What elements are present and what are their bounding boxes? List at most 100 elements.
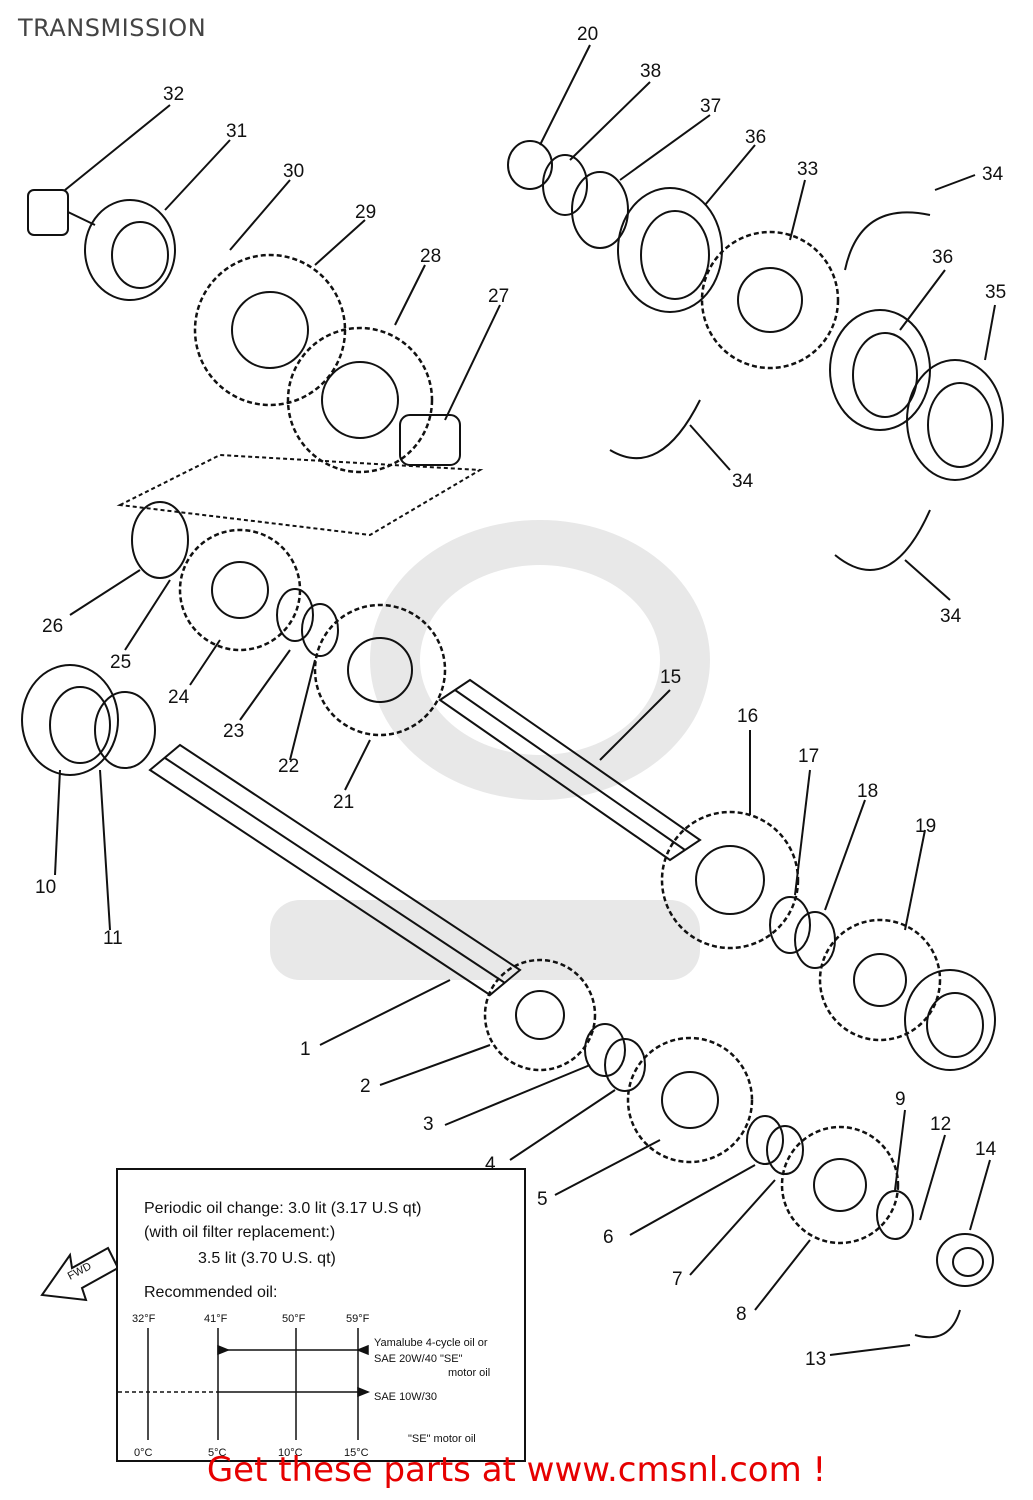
assembly-outline	[116, 453, 484, 537]
callout-15: 15	[660, 667, 681, 688]
circlip-13	[914, 1309, 961, 1339]
bearing-19	[904, 969, 996, 1071]
main-axle	[148, 743, 522, 997]
callout-25: 25	[110, 652, 131, 673]
callout-16: 16	[737, 706, 758, 727]
bearing-14	[936, 1233, 994, 1287]
callout-28: 28	[420, 246, 441, 267]
bolt-32	[27, 189, 69, 236]
gear-2	[483, 958, 597, 1072]
oil-info-box: Periodic oil change: 3.0 lit (3.17 U.S q…	[116, 1168, 526, 1462]
recommended-oil-label: Recommended oil:	[144, 1284, 278, 1301]
temp-c-2: 10°C	[278, 1447, 303, 1459]
oil-change-line: Periodic oil change: 3.0 lit (3.17 U.S q…	[144, 1200, 422, 1217]
washer-17	[769, 896, 811, 954]
circlip-34b	[844, 211, 931, 271]
callout-2: 2	[360, 1076, 371, 1097]
callout-36b: 36	[932, 247, 953, 268]
callout-21: 21	[333, 792, 354, 813]
circlip-34c	[834, 509, 931, 571]
callout-34c: 34	[940, 606, 962, 627]
callout-24: 24	[168, 687, 190, 708]
watermark-logo	[270, 520, 710, 980]
oil-type-10w30: SAE 10W/30	[374, 1391, 437, 1403]
callout-19: 19	[915, 816, 936, 837]
bearing-35	[906, 359, 1004, 481]
temp-c-3: 15°C	[344, 1447, 369, 1459]
callout-3: 3	[423, 1114, 434, 1135]
gear-19	[818, 918, 942, 1042]
callout-35: 35	[985, 282, 1006, 303]
page-title: TRANSMISSION	[18, 14, 207, 42]
washer-4	[604, 1038, 646, 1092]
callout-1: 1	[300, 1039, 311, 1060]
collar-27	[399, 414, 461, 466]
gear-33	[700, 230, 840, 370]
buy-parts-banner[interactable]: Get these parts at www.cmsnl.com !	[206, 1450, 827, 1490]
callout-29: 29	[355, 202, 376, 223]
countershaft	[438, 678, 702, 862]
callout-7: 7	[672, 1269, 683, 1290]
circlip-34a	[609, 399, 701, 460]
gear-16	[660, 810, 800, 950]
callout-27: 27	[488, 286, 509, 307]
callout-10: 10	[35, 877, 56, 898]
callout-26: 26	[42, 616, 63, 637]
callout-11: 11	[103, 928, 123, 949]
gear-29	[193, 253, 347, 407]
gear-28	[286, 326, 434, 474]
oil-type-20w40: SAE 20W/40 "SE"	[374, 1353, 463, 1365]
callout-12: 12	[930, 1114, 951, 1135]
bearing-36b	[829, 309, 931, 431]
callout-6: 6	[603, 1227, 614, 1248]
collar-20	[507, 140, 553, 190]
callout-20: 20	[577, 24, 598, 45]
callout-23: 23	[223, 721, 244, 742]
washer-9	[876, 1190, 914, 1240]
callout-31: 31	[226, 121, 247, 142]
callout-33: 33	[797, 159, 818, 180]
washer-38	[542, 154, 588, 216]
callout-36a: 36	[745, 127, 766, 148]
temp-f-1: 41°F	[204, 1313, 228, 1325]
gear-5	[626, 1036, 754, 1164]
washer-7	[766, 1125, 804, 1175]
gear-8	[780, 1125, 900, 1245]
temp-c-1: 5°C	[208, 1447, 227, 1459]
oil-temperature-chart: 32°F 41°F 50°F 59°F 0°C 5°C 10°C 15°C Ya…	[118, 1313, 490, 1459]
leader-lines	[54, 44, 996, 1356]
callout-5: 5	[537, 1189, 548, 1210]
washer-23	[276, 588, 314, 642]
washer-18	[794, 911, 836, 969]
callout-8: 8	[736, 1304, 747, 1325]
fwd-arrow: FWD	[40, 1246, 120, 1302]
callout-38: 38	[640, 61, 661, 82]
washer-3	[584, 1023, 626, 1077]
bearing-10	[21, 664, 119, 776]
callout-34b: 34	[732, 471, 754, 492]
gear-21	[313, 603, 447, 737]
circlip-11	[94, 691, 156, 769]
oil-type-20w40-suffix: motor oil	[448, 1367, 490, 1379]
washer-26	[131, 501, 189, 579]
temp-f-0: 32°F	[132, 1313, 156, 1325]
oil-type-10w30-suffix: "SE" motor oil	[408, 1433, 476, 1445]
callout-13: 13	[805, 1349, 826, 1370]
bearing-36a	[617, 187, 723, 313]
callout-9: 9	[895, 1089, 906, 1110]
callout-labels: 1 2 3 4 5 6 7 8 9 10 11 12 13 14 15 16 1…	[35, 24, 1006, 1370]
bearing-31	[84, 199, 176, 301]
washer-37	[571, 171, 629, 249]
oil-filter-line: (with oil filter replacement:)	[144, 1224, 336, 1241]
oil-filter-capacity: 3.5 lit (3.70 U.S. qt)	[198, 1250, 336, 1267]
callout-4: 4	[485, 1154, 496, 1175]
callout-34a: 34	[982, 164, 1004, 185]
callout-18: 18	[857, 781, 878, 802]
callout-14: 14	[975, 1139, 997, 1160]
oil-type-yamalube: Yamalube 4-cycle oil or	[374, 1337, 488, 1349]
callout-30: 30	[283, 161, 304, 182]
temp-c-0: 0°C	[134, 1447, 153, 1459]
temp-f-3: 59°F	[346, 1313, 370, 1325]
temp-f-2: 50°F	[282, 1313, 306, 1325]
